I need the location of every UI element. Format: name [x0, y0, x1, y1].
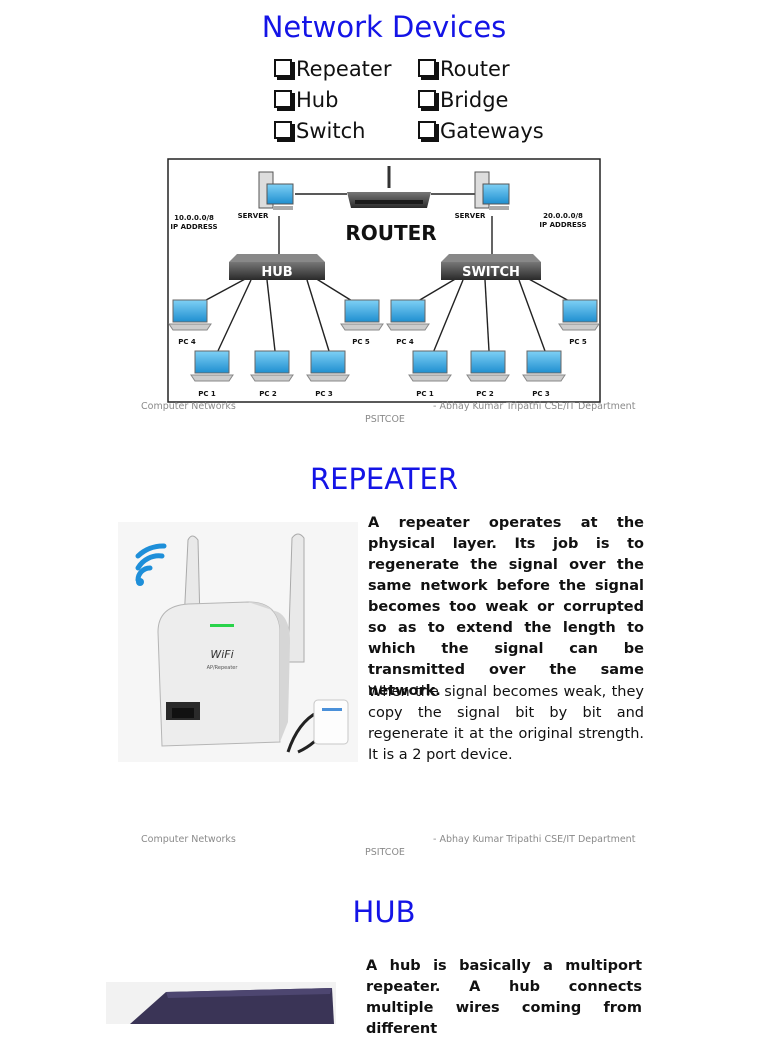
hub-device-image — [106, 982, 336, 1024]
pc-label: PC 4 — [178, 338, 196, 346]
repeater-paragraph-2: When the signal becomes weak, they copy … — [368, 684, 644, 763]
checklist-item-hub: Hub — [274, 88, 338, 112]
pc-label: PC 1 — [416, 390, 434, 398]
checklist-item-gateways: Gateways — [418, 119, 544, 143]
pc-laptop-icon — [558, 299, 600, 331]
pc-label: PC 2 — [476, 390, 494, 398]
server-right-label: SERVER — [455, 212, 486, 220]
hub-paragraph-1: A hub is basically a multiport repeater.… — [366, 958, 642, 1037]
pc-laptop-icon — [340, 299, 384, 331]
pc-laptop-icon — [408, 350, 452, 382]
footer-institute: PSITCOE — [365, 414, 405, 425]
server-right-icon — [474, 171, 510, 210]
footer-author: - Abhay Kumar Tripathi CSE/IT Department — [433, 834, 636, 845]
pc-label: PC 5 — [569, 338, 587, 346]
checkbox-icon — [274, 59, 292, 77]
pc-laptop-icon — [250, 350, 294, 382]
checklist-item-router: Router — [418, 57, 510, 81]
footer-author: - Abhay Kumar Tripathi CSE/IT Department — [433, 401, 636, 412]
pc-laptop-icon — [190, 350, 234, 382]
ip-right-line2: IP ADDRESS — [539, 221, 586, 229]
slide2-title: REPEATER — [309, 462, 459, 496]
ip-left-line1: 10.0.0.0/8 — [174, 214, 214, 222]
pc-laptop-icon — [306, 350, 350, 382]
checkbox-icon — [418, 59, 436, 77]
router-device — [347, 166, 431, 208]
hub-label: HUB — [261, 265, 292, 280]
pc-label: PC 4 — [396, 338, 414, 346]
pc-laptop-icon — [386, 299, 430, 331]
footer-course: Computer Networks — [141, 834, 236, 845]
checkbox-icon — [418, 90, 436, 108]
switch-label: SWITCH — [462, 265, 520, 280]
device-sub-label: AP/Repeater — [207, 665, 239, 671]
network-diagram: ROUTER HUB SWITCH SERVER SERVER 10.0.0.0… — [167, 158, 601, 403]
ip-left-line2: IP ADDRESS — [170, 223, 217, 231]
pc-label: PC 2 — [259, 390, 277, 398]
checkbox-icon — [274, 121, 292, 139]
device-brand-label: WiFi — [210, 648, 233, 661]
pc-label: PC 1 — [198, 390, 216, 398]
switch-device — [441, 254, 541, 280]
server-left-label: SERVER — [238, 212, 269, 220]
footer-institute: PSITCOE — [365, 847, 405, 858]
router-label: ROUTER — [345, 221, 436, 245]
pc-label: PC 5 — [352, 338, 370, 346]
checklist-item-bridge: Bridge — [418, 88, 508, 112]
ip-right-line1: 20.0.0.0/8 — [543, 212, 583, 220]
pc-laptop-icon — [522, 350, 566, 382]
checkbox-icon — [274, 90, 292, 108]
slide3-title: HUB — [352, 895, 416, 929]
checkbox-icon — [418, 121, 436, 139]
pc-laptop-icon — [466, 350, 510, 382]
connection-lines — [194, 193, 572, 354]
pc-label: PC 3 — [532, 390, 550, 398]
server-left-icon — [258, 171, 294, 210]
checklist-item-repeater: Repeater — [274, 57, 391, 81]
pc-laptop-icon — [168, 299, 212, 331]
repeater-device-image: WiFi AP/Repeater — [118, 522, 358, 762]
repeater-paragraph-1: A repeater operates at the physical laye… — [368, 515, 644, 699]
slide1-title: Network Devices — [261, 10, 507, 44]
checklist-item-switch: Switch — [274, 119, 365, 143]
pc-label: PC 3 — [315, 390, 333, 398]
hub-device — [229, 254, 325, 280]
footer-course: Computer Networks — [141, 401, 236, 412]
